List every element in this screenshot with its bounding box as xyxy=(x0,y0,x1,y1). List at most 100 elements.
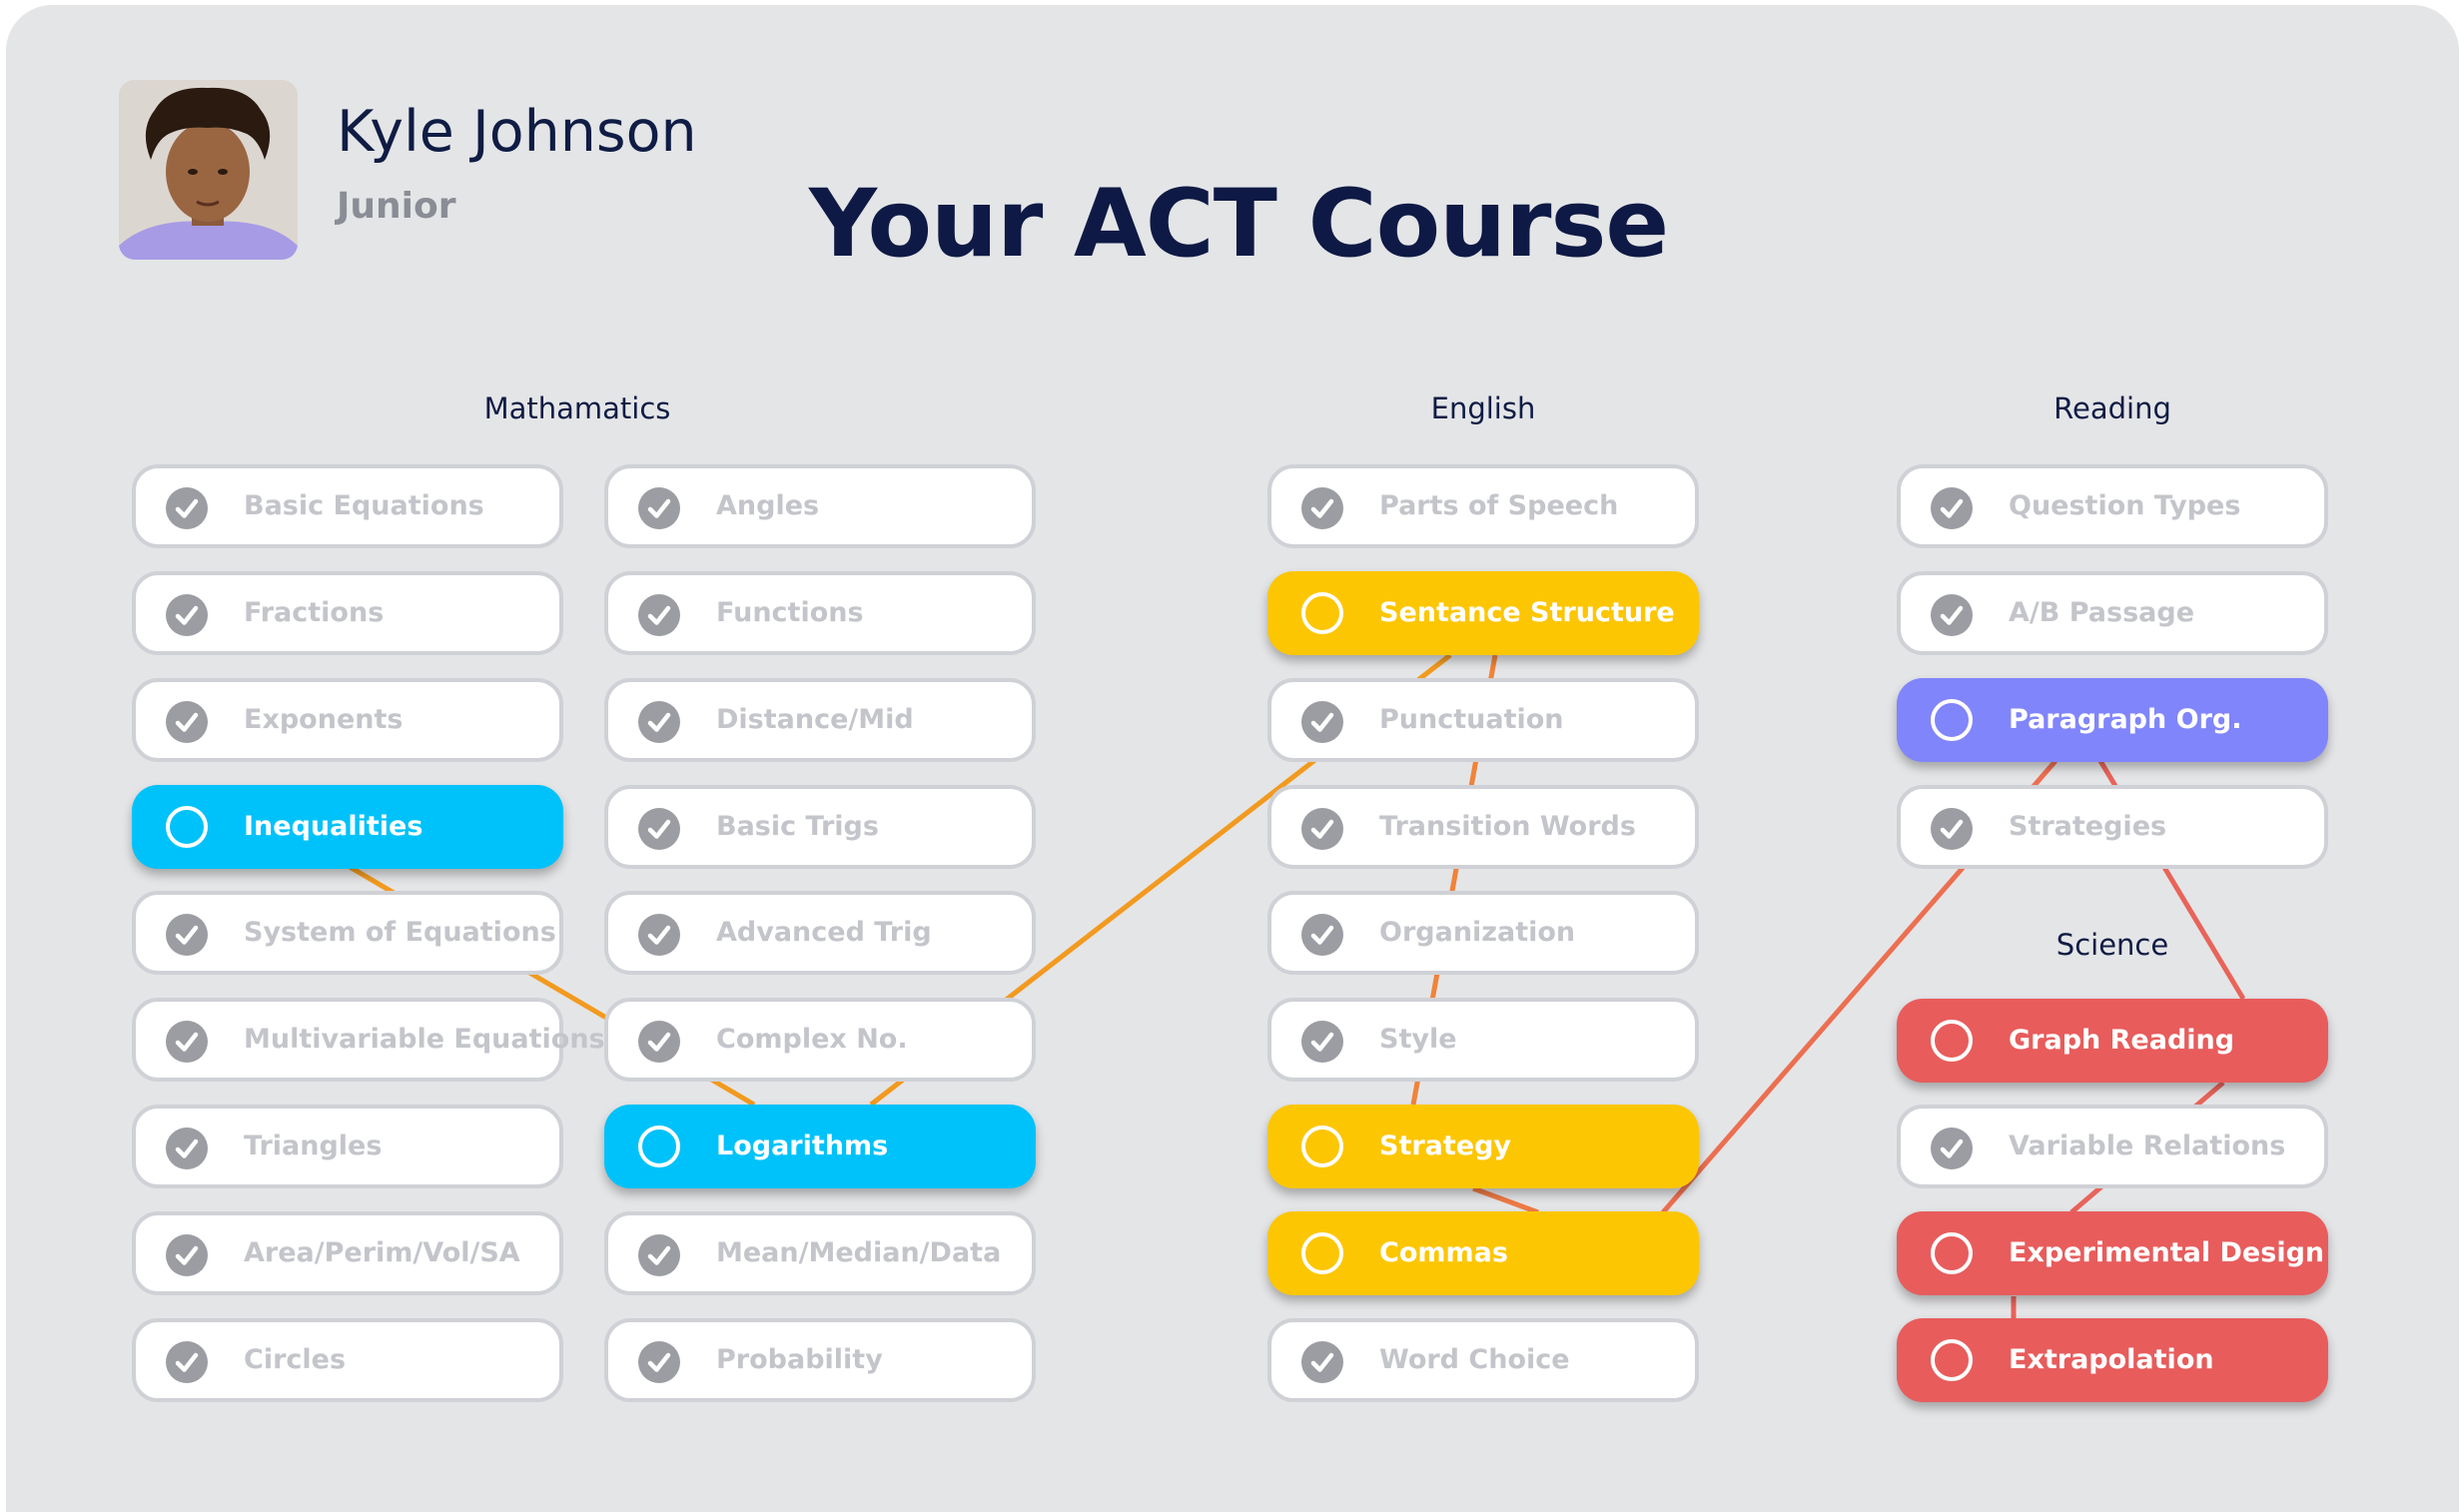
topic-card-question-types[interactable]: Question Types xyxy=(1897,464,2328,548)
topic-card-probability[interactable]: Probability xyxy=(604,1318,1036,1402)
empty-circle-icon xyxy=(638,1126,680,1167)
topic-label: Experimental Design xyxy=(2009,1237,2325,1268)
empty-circle-icon xyxy=(166,806,208,848)
topic-card-paragraph-org[interactable]: Paragraph Org. xyxy=(1897,678,2328,762)
student-grade: Junior xyxy=(337,186,456,227)
topic-card-inequalities[interactable]: Inequalities xyxy=(132,785,563,869)
topic-card-extrapolation[interactable]: Extrapolation xyxy=(1897,1318,2328,1402)
topic-card-advanced-trig[interactable]: Advanced Trig xyxy=(604,891,1036,975)
topic-card-basic-equations[interactable]: Basic Equations xyxy=(132,464,563,548)
topic-label: Inequalities xyxy=(244,811,423,842)
topic-label: Question Types xyxy=(2009,490,2241,521)
check-circle-icon xyxy=(166,594,208,636)
topic-card-logarithms[interactable]: Logarithms xyxy=(604,1105,1036,1188)
topic-card-system-of-equations[interactable]: System of Equations xyxy=(132,891,563,975)
topic-label: Style xyxy=(1379,1024,1457,1055)
check-circle-icon xyxy=(1301,914,1343,956)
topic-card-complex-no[interactable]: Complex No. xyxy=(604,998,1036,1082)
check-circle-icon xyxy=(166,1234,208,1276)
empty-circle-icon xyxy=(1301,1232,1343,1274)
topic-label: Variable Relations xyxy=(2009,1131,2286,1161)
topic-label: Basic Equations xyxy=(244,490,484,521)
topic-label: Functions xyxy=(716,597,864,628)
topic-card-punctuation[interactable]: Punctuation xyxy=(1267,678,1699,762)
topic-label: Area/Perim/Vol/SA xyxy=(244,1237,520,1268)
topic-label: Strategy xyxy=(1379,1131,1512,1161)
student-name: Kyle Johnson xyxy=(337,99,697,165)
empty-circle-icon xyxy=(1931,1020,1973,1062)
topic-label: Basic Trigs xyxy=(716,811,879,842)
topic-card-sentance-structure[interactable]: Sentance Structure xyxy=(1267,571,1699,655)
check-circle-icon xyxy=(638,487,680,529)
topic-label: A/B Passage xyxy=(2009,597,2195,628)
check-circle-icon xyxy=(166,1021,208,1063)
empty-circle-icon xyxy=(1301,1126,1343,1167)
topic-card-strategy[interactable]: Strategy xyxy=(1267,1105,1699,1188)
topic-label: Word Choice xyxy=(1379,1344,1570,1375)
check-circle-icon xyxy=(1301,808,1343,850)
topic-label: Transition Words xyxy=(1379,811,1636,842)
topic-card-strategies[interactable]: Strategies xyxy=(1897,785,2328,869)
topic-label: Probability xyxy=(716,1344,883,1375)
check-circle-icon xyxy=(1931,1128,1973,1169)
topic-label: Mean/Median/Data xyxy=(716,1237,1002,1268)
topic-card-triangles[interactable]: Triangles xyxy=(132,1105,563,1188)
reading-heading: Reading xyxy=(2053,391,2171,425)
topic-card-transition-words[interactable]: Transition Words xyxy=(1267,785,1699,869)
topic-label: Organization xyxy=(1379,917,1576,948)
check-circle-icon xyxy=(166,1341,208,1383)
topic-card-angles[interactable]: Angles xyxy=(604,464,1036,548)
topic-card-organization[interactable]: Organization xyxy=(1267,891,1699,975)
topic-card-variable-relations[interactable]: Variable Relations xyxy=(1897,1105,2328,1188)
check-circle-icon xyxy=(1301,701,1343,743)
topic-label: Complex No. xyxy=(716,1024,908,1055)
empty-circle-icon xyxy=(1931,699,1973,741)
check-circle-icon xyxy=(1931,594,1973,636)
check-circle-icon xyxy=(638,1234,680,1276)
topic-card-commas[interactable]: Commas xyxy=(1267,1211,1699,1295)
check-circle-icon xyxy=(638,701,680,743)
topic-label: Parts of Speech xyxy=(1379,490,1619,521)
topic-label: Logarithms xyxy=(716,1131,889,1161)
check-circle-icon xyxy=(638,1341,680,1383)
topic-card-graph-reading[interactable]: Graph Reading xyxy=(1897,999,2328,1083)
topic-card-mean-median-data[interactable]: Mean/Median/Data xyxy=(604,1211,1036,1295)
check-circle-icon xyxy=(1301,1341,1343,1383)
topic-label: Punctuation xyxy=(1379,704,1564,735)
science-heading: Science xyxy=(2055,928,2169,962)
topic-card-experimental-design[interactable]: Experimental Design xyxy=(1897,1211,2328,1295)
topic-card-distance-mid[interactable]: Distance/Mid xyxy=(604,678,1036,762)
check-circle-icon xyxy=(638,808,680,850)
topic-card-word-choice[interactable]: Word Choice xyxy=(1267,1318,1699,1402)
page-title: Your ACT Course xyxy=(809,170,1669,279)
check-circle-icon xyxy=(1931,808,1973,850)
topic-label: Exponents xyxy=(244,704,404,735)
topic-label: Distance/Mid xyxy=(716,704,914,735)
topic-label: Extrapolation xyxy=(2009,1344,2214,1375)
check-circle-icon xyxy=(166,701,208,743)
check-circle-icon xyxy=(1301,1021,1343,1063)
topic-card-area-perim-vol-sa[interactable]: Area/Perim/Vol/SA xyxy=(132,1211,563,1295)
topic-card-style[interactable]: Style xyxy=(1267,998,1699,1082)
topic-card-functions[interactable]: Functions xyxy=(604,571,1036,655)
topic-card-circles[interactable]: Circles xyxy=(132,1318,563,1402)
topic-label: Triangles xyxy=(244,1131,383,1161)
topic-card-a-b-passage[interactable]: A/B Passage xyxy=(1897,571,2328,655)
check-circle-icon xyxy=(1931,487,1973,529)
topic-card-fractions[interactable]: Fractions xyxy=(132,571,563,655)
empty-circle-icon xyxy=(1301,592,1343,634)
topic-card-multivariable-equations[interactable]: Multivariable Equations xyxy=(132,998,605,1082)
topic-card-exponents[interactable]: Exponents xyxy=(132,678,563,762)
empty-circle-icon xyxy=(1931,1232,1973,1274)
english-heading: English xyxy=(1430,391,1536,425)
mathematics-heading: Mathamatics xyxy=(483,391,671,425)
topic-card-basic-trigs[interactable]: Basic Trigs xyxy=(604,785,1036,869)
check-circle-icon xyxy=(1301,487,1343,529)
topic-label: Commas xyxy=(1379,1237,1508,1268)
topic-card-parts-of-speech[interactable]: Parts of Speech xyxy=(1267,464,1699,548)
avatar xyxy=(119,80,298,260)
topic-label: Circles xyxy=(244,1344,347,1375)
topic-label: Graph Reading xyxy=(2009,1025,2235,1056)
check-circle-icon xyxy=(166,914,208,956)
check-circle-icon xyxy=(638,1021,680,1063)
